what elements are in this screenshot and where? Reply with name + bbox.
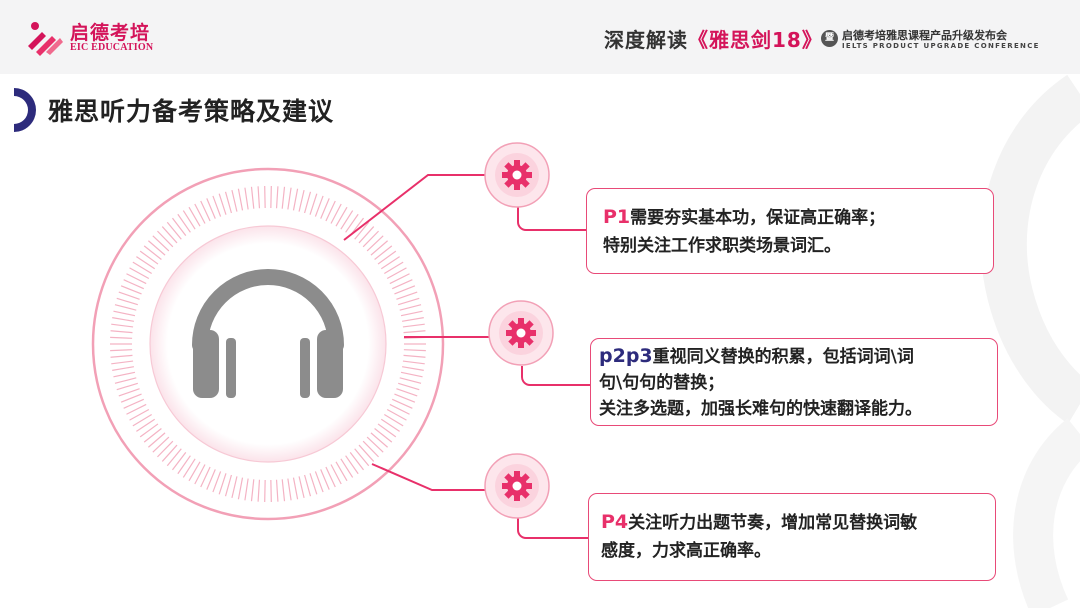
gear-icon — [484, 453, 550, 519]
card-tag: P1 — [603, 206, 631, 228]
gear-icon — [488, 300, 554, 366]
connector-3 — [371, 463, 486, 491]
bracket-1 — [517, 206, 586, 231]
inner-circle — [149, 225, 387, 463]
card-tag: P4 — [601, 511, 629, 533]
bracket-3 — [517, 517, 588, 539]
bracket-2 — [521, 366, 590, 386]
connector-1 — [343, 174, 486, 241]
strategy-card-p1: P1需要夯实基本功，保证高正确率； 特别关注工作求职类场景词汇。 — [586, 188, 994, 274]
conference-subtitle-en: IELTS PRODUCT UPGRADE CONFERENCE — [842, 42, 1040, 50]
card-line: 感度，力求高正确率。 — [601, 541, 771, 561]
card-line: 关注多选题，加强长难句的快速翻译能力。 — [599, 399, 922, 419]
conference-badge: 暨 — [821, 30, 838, 47]
card-tag: p2p3 — [599, 345, 653, 367]
strategy-card-p4: P4关注听力出题节奏，增加常见替换词敏 感度，力求高正确率。 — [588, 493, 996, 581]
brand-name-en: EIC EDUCATION — [70, 42, 154, 53]
headphones-icon — [192, 269, 344, 398]
section-title: 雅思听力备考策略及建议 — [48, 97, 335, 126]
conference-title: 深度解读《雅思剑18》 — [604, 24, 823, 53]
section-marker-icon — [14, 88, 36, 132]
strategy-card-p2p3: p2p3重视同义替换的积累，包括词词\词 句\句句的替换； 关注多选题，加强长难… — [590, 338, 998, 426]
card-line: 重视同义替换的积累，包括词词\词 — [652, 347, 914, 367]
card-line: 特别关注工作求职类场景词汇。 — [603, 236, 841, 256]
conference-subtitle: 启德考培雅思课程产品升级发布会 — [842, 29, 1007, 42]
conference-highlight: 《雅思剑18》 — [688, 28, 823, 52]
conference-prefix: 深度解读 — [604, 28, 688, 52]
brand-name-cn: 启德考培 — [70, 22, 151, 44]
connector-lines — [343, 174, 590, 539]
card-line: 需要夯实基本功，保证高正确率； — [630, 208, 886, 228]
card-line: 句\句句的替换； — [599, 373, 725, 393]
eic-logo-icon — [28, 22, 63, 56]
background-swoosh — [980, 74, 1080, 608]
gear-icon — [484, 142, 550, 208]
card-line: 关注听力出题节奏，增加常见替换词敏 — [628, 513, 918, 533]
header-bar: 启德考培 EIC EDUCATION 深度解读《雅思剑18》 暨 启德考培雅思课… — [0, 0, 1080, 74]
